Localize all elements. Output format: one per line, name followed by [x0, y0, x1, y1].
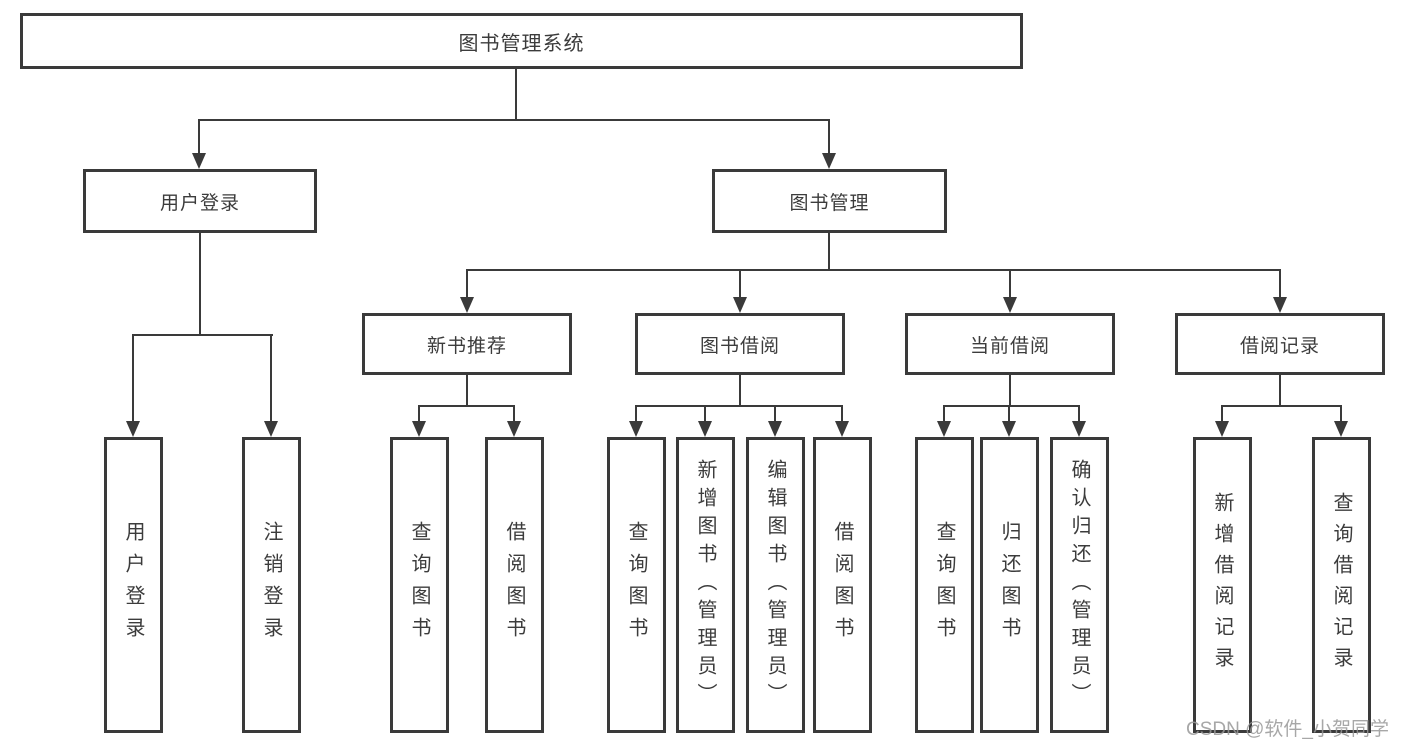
connector-stem-current-borrow — [1009, 375, 1011, 407]
leaf-borrow-edit-admin: 编辑图书（管理员） — [746, 437, 805, 733]
connector-stem-borrow-records — [1279, 375, 1281, 407]
leaf-current-confirm-admin: 确认归还（管理员） — [1050, 437, 1109, 733]
leaf-current-query-label: 查询图书 — [933, 521, 955, 649]
leaf-newbook-query: 查询图书 — [390, 437, 449, 733]
arrowhead-new-book — [460, 297, 474, 313]
connector-drop-g0-l1 — [513, 405, 515, 422]
leaf-newbook-query-label: 查询图书 — [408, 521, 430, 649]
connector-rail-user-login — [133, 334, 273, 336]
connector-rail-level2 — [466, 269, 1281, 271]
connector-drop-g3-l1 — [1340, 405, 1342, 422]
connector-rail-borrow-records — [1222, 405, 1342, 407]
connector-drop-current-borrow — [1009, 269, 1011, 298]
connector-rail-current-borrow — [944, 405, 1080, 407]
node-borrow-records: 借阅记录 — [1175, 313, 1385, 375]
connector-rail-new-book — [419, 405, 515, 407]
arrowhead-g3-l1 — [1334, 421, 1348, 437]
node-user-login-label: 用户登录 — [159, 192, 240, 214]
arrowhead-leaf-logout — [264, 421, 278, 437]
connector-drop-g2-l0 — [943, 405, 945, 422]
leaf-logout: 注销登录 — [242, 437, 301, 733]
leaf-borrow-book-label: 借阅图书 — [831, 521, 853, 649]
leaf-current-return: 归还图书 — [980, 437, 1039, 733]
arrowhead-g1-l3 — [835, 421, 849, 437]
connector-drop-user-login — [198, 119, 200, 154]
connector-root-stem — [515, 69, 517, 120]
leaf-borrow-query-label: 查询图书 — [625, 521, 647, 649]
node-book-borrow: 图书借阅 — [635, 313, 845, 375]
leaf-current-query: 查询图书 — [915, 437, 974, 733]
connector-drop-g1-l3 — [841, 405, 843, 422]
node-new-book-recommend: 新书推荐 — [362, 313, 572, 375]
connector-user-login-stem — [199, 233, 201, 335]
arrowhead-g0-l0 — [412, 421, 426, 437]
leaf-borrow-add-admin-label: 新增图书（管理员） — [694, 459, 716, 711]
leaf-newbook-borrow-label: 借阅图书 — [503, 521, 525, 649]
connector-drop-g1-l1 — [704, 405, 706, 422]
connector-stem-new-book — [466, 375, 468, 407]
leaf-borrow-book: 借阅图书 — [813, 437, 872, 733]
node-book-borrow-label: 图书借阅 — [699, 335, 780, 357]
node-book-management: 图书管理 — [712, 169, 947, 233]
arrowhead-g2-l0 — [937, 421, 951, 437]
leaf-newbook-borrow: 借阅图书 — [485, 437, 544, 733]
node-user-login: 用户登录 — [83, 169, 317, 233]
connector-drop-book-borrow — [739, 269, 741, 298]
connector-drop-leaf-login — [132, 334, 134, 422]
connector-drop-g2-l2 — [1078, 405, 1080, 422]
leaf-user-login-label: 用户登录 — [122, 521, 144, 649]
leaf-borrow-query: 查询图书 — [607, 437, 666, 733]
arrowhead-g2-l1 — [1002, 421, 1016, 437]
leaf-records-query: 查询借阅记录 — [1312, 437, 1371, 733]
arrowhead-g1-l1 — [698, 421, 712, 437]
arrowhead-leaf-login — [126, 421, 140, 437]
arrowhead-g1-l0 — [629, 421, 643, 437]
arrowhead-borrow-records — [1273, 297, 1287, 313]
leaf-records-add-label: 新增借阅记录 — [1211, 492, 1233, 678]
arrowhead-user-login — [192, 153, 206, 169]
leaf-records-query-label: 查询借阅记录 — [1330, 492, 1352, 678]
connector-drop-book-mgmt — [828, 119, 830, 154]
arrowhead-g1-l2 — [768, 421, 782, 437]
connector-drop-g0-l0 — [418, 405, 420, 422]
arrowhead-book-borrow — [733, 297, 747, 313]
connector-drop-g3-l0 — [1221, 405, 1223, 422]
node-root-system: 图书管理系统 — [20, 13, 1023, 69]
leaf-current-confirm-admin-label: 确认归还（管理员） — [1068, 459, 1090, 711]
connector-drop-leaf-logout — [270, 334, 272, 422]
leaf-logout-label: 注销登录 — [260, 521, 282, 649]
leaf-current-return-label: 归还图书 — [998, 521, 1020, 649]
leaf-borrow-edit-admin-label: 编辑图书（管理员） — [764, 459, 786, 711]
connector-drop-borrow-records — [1279, 269, 1281, 298]
arrowhead-g3-l0 — [1215, 421, 1229, 437]
leaf-borrow-add-admin: 新增图书（管理员） — [676, 437, 735, 733]
node-root-label: 图书管理系统 — [458, 32, 585, 55]
arrowhead-book-mgmt — [822, 153, 836, 169]
connector-stem-book-borrow — [739, 375, 741, 407]
connector-drop-g1-l2 — [774, 405, 776, 422]
node-new-book-recommend-label: 新书推荐 — [426, 335, 507, 357]
connector-drop-g1-l0 — [635, 405, 637, 422]
arrowhead-g0-l1 — [507, 421, 521, 437]
connector-book-mgmt-stem — [828, 233, 830, 271]
watermark-text: CSDN @软件_小贺同学 — [1186, 719, 1389, 740]
arrowhead-g2-l2 — [1072, 421, 1086, 437]
node-book-management-label: 图书管理 — [789, 192, 870, 214]
connector-rail-level1 — [198, 119, 830, 121]
connector-drop-new-book — [466, 269, 468, 298]
leaf-records-add: 新增借阅记录 — [1193, 437, 1252, 733]
connector-drop-g2-l1 — [1008, 405, 1010, 422]
node-borrow-records-label: 借阅记录 — [1239, 335, 1320, 357]
connector-rail-book-borrow — [636, 405, 843, 407]
node-current-borrow-label: 当前借阅 — [969, 335, 1050, 357]
arrowhead-current-borrow — [1003, 297, 1017, 313]
leaf-user-login: 用户登录 — [104, 437, 163, 733]
node-current-borrow: 当前借阅 — [905, 313, 1115, 375]
